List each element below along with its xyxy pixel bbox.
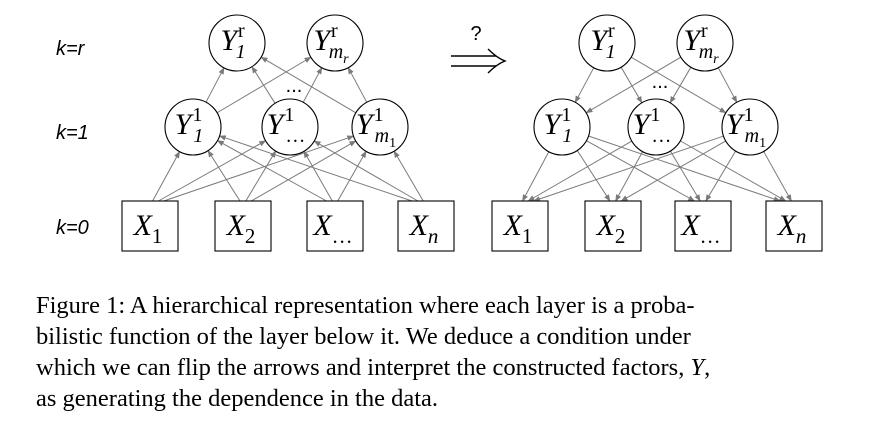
left-edge-12 (393, 150, 424, 202)
caption-line-3-tail: , (704, 354, 711, 381)
left-y1-node-1 (164, 98, 222, 156)
right-edge-6 (620, 140, 726, 202)
left-edge-17 (260, 56, 357, 114)
caption-line-3-text: which we can flip the arrows and interpr… (36, 354, 691, 381)
left-edge-6 (250, 140, 357, 202)
right-x-node-box-4 (765, 200, 823, 252)
left-edge-9 (337, 150, 367, 202)
right-edge-15 (620, 66, 643, 104)
right-x-node-label-4: Xn (777, 209, 807, 248)
right-edge-16 (669, 66, 692, 104)
right-edge-12 (763, 151, 792, 202)
right-y1-node-label-2: Y1… (633, 104, 672, 147)
ellipsis-right: ... (652, 71, 669, 93)
left-x-node-box-3 (306, 200, 364, 252)
right-x-node-box-2 (584, 200, 642, 252)
left-y1-node-2 (261, 98, 319, 156)
right-yr-node-1 (578, 14, 636, 72)
level-label-mid: k=1 (56, 122, 89, 144)
right-x-node-box-3 (674, 200, 732, 252)
left-edge-15 (251, 66, 276, 104)
right-y1-node-1 (533, 98, 591, 156)
left-edge-18 (347, 67, 368, 103)
caption-line-3: which we can flip the arrows and interpr… (36, 352, 848, 383)
left-edge-5 (245, 150, 277, 202)
right-edge-13 (574, 67, 595, 103)
left-yr-node-2 (306, 14, 364, 72)
right-edge-10 (588, 135, 781, 202)
left-edge-7 (216, 140, 327, 202)
left-y1-node-label-2: Y1… (267, 104, 306, 147)
right-x-node-box-1 (491, 200, 549, 252)
caption-line-2: bilistic function of the layer below it.… (36, 323, 691, 350)
left-edge-1 (152, 150, 181, 202)
caption-line-4: as generating the dependence in the data… (36, 385, 439, 412)
left-edge-13 (205, 67, 225, 103)
edges-left (152, 56, 424, 202)
left-edge-3 (163, 135, 355, 202)
right-x-node-label-2: X2 (596, 209, 626, 248)
edges-right (522, 56, 792, 202)
question-mark: ? (470, 23, 481, 45)
caption-line-1: Figure 1: A hierarchical representation … (36, 292, 695, 319)
right-edge-4 (576, 150, 611, 202)
left-edge-11 (313, 140, 419, 202)
right-y1-node-3 (721, 98, 779, 156)
right-edge-8 (669, 150, 701, 202)
right-y1-node-2 (627, 98, 685, 156)
level-label-top: k=r (56, 38, 86, 60)
ellipsis-left: ... (286, 75, 303, 97)
right-x-node-label-1: X1 (503, 209, 533, 248)
left-x-node-label-3: X… (312, 209, 352, 248)
right-edge-14 (585, 56, 682, 114)
right-edge-7 (586, 140, 696, 202)
figure-caption: Figure 1: A hierarchical representation … (36, 290, 848, 414)
left-x-node-label-4: Xn (409, 209, 439, 248)
right-x-node-label-3: X… (680, 209, 720, 248)
left-edge-2 (158, 140, 267, 202)
left-edge-16 (302, 67, 323, 103)
left-edge-8 (303, 150, 333, 202)
left-y1-node-3 (351, 98, 409, 156)
right-edge-17 (630, 56, 727, 114)
left-x-node-label-1: X1 (133, 209, 163, 248)
left-edge-4 (207, 150, 241, 202)
right-edge-2 (527, 140, 633, 202)
left-x-node-box-1 (121, 200, 179, 252)
right-edge-11 (680, 140, 787, 202)
left-yr-node-1 (208, 14, 266, 72)
right-yr-node-2 (676, 14, 734, 72)
left-x-node-box-4 (397, 200, 455, 252)
left-x-node-label-2: X2 (226, 209, 256, 248)
level-label-bottom: k=0 (56, 217, 89, 239)
right-edge-3 (533, 135, 724, 202)
right-edge-9 (705, 150, 737, 202)
right-edge-1 (522, 151, 550, 202)
right-edge-18 (717, 67, 738, 103)
caption-var-y: Y (690, 354, 705, 381)
implies-arrow (451, 48, 507, 74)
left-edge-10 (218, 135, 413, 202)
right-edge-5 (615, 151, 644, 202)
left-x-node-box-2 (214, 200, 272, 252)
